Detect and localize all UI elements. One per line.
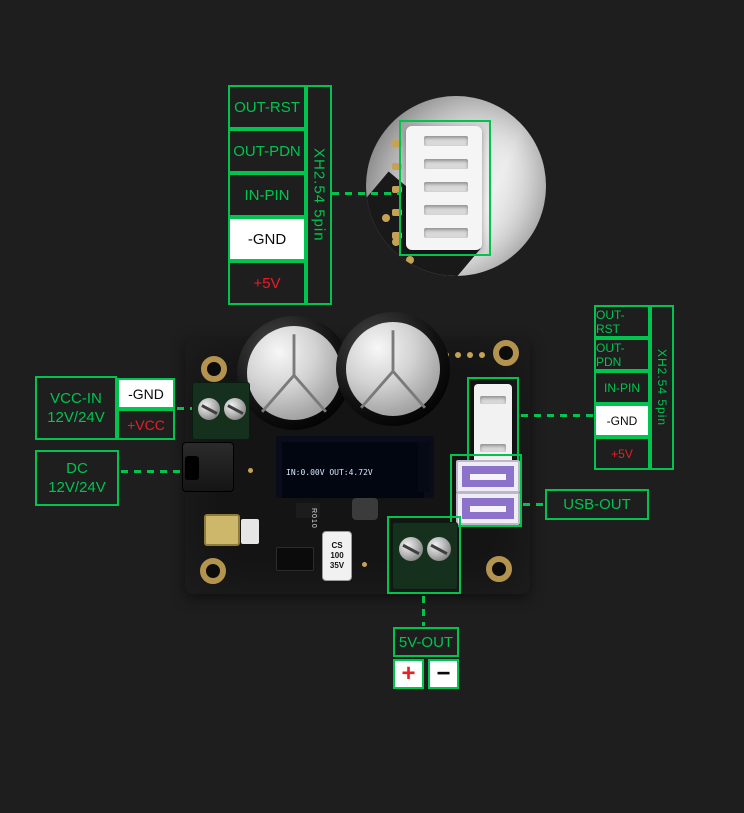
mounting-hole xyxy=(201,356,227,382)
dashed-line-5v-out xyxy=(422,596,425,626)
pin-row-out-rst: OUT-RST xyxy=(594,305,650,338)
capacitor-vent-icon xyxy=(360,330,426,409)
pin-row-gnd: -GND xyxy=(228,217,306,261)
connector-pin-pad xyxy=(392,209,402,216)
dashed-line-dc xyxy=(121,470,181,473)
oled-display: IN:0.00V OUT:4.72V CA:4.28V QI:0.00A EI:… xyxy=(282,442,424,498)
dashed-line-table-to-photo xyxy=(332,192,400,195)
via xyxy=(362,562,367,567)
usb-tongue xyxy=(470,473,506,480)
silkscreen-label: R010 xyxy=(310,508,317,529)
terminal-screw xyxy=(224,398,246,420)
connector-pin-pad xyxy=(392,140,402,147)
annotation-dc-line1: DC xyxy=(66,460,88,477)
capacitor-vent-icon xyxy=(261,334,327,413)
dc-jack-opening xyxy=(185,456,199,480)
ic-chip xyxy=(296,503,320,518)
connector-slot xyxy=(480,396,506,404)
ic-chip xyxy=(276,547,314,571)
connector-pin-pad xyxy=(392,163,402,170)
pin-row-gnd: -GND xyxy=(594,404,650,437)
dashed-line-usb-out xyxy=(523,503,545,506)
pin-row-out-rst: OUT-RST xyxy=(228,85,306,129)
tactile-switch xyxy=(204,514,240,546)
small-capacitor-text-1: CS xyxy=(331,541,343,550)
solder-pad xyxy=(406,256,414,264)
pin-table-right: OUT-RST OUT-PDN IN-PIN -GND +5V XH2.54 5… xyxy=(594,305,674,470)
pin-row-in-pin: IN-PIN xyxy=(228,173,306,217)
xh-connector xyxy=(474,384,512,466)
pin-row-5v: +5V xyxy=(594,437,650,470)
annotation-5v-out: 5V-OUT xyxy=(393,627,459,657)
oled-side-strip xyxy=(418,442,430,492)
annotation-dc-line2: 12V/24V xyxy=(48,479,106,496)
connector-slot xyxy=(424,205,468,215)
annotation-vcc-in-line1: VCC-IN xyxy=(50,390,102,407)
usb-port-inner xyxy=(462,466,514,487)
solder-pad xyxy=(392,238,400,246)
connector-slot xyxy=(424,182,468,192)
small-capacitor: CS 100 35V xyxy=(322,531,352,581)
pin-row-in-pin: IN-PIN xyxy=(594,371,650,404)
connector-pin-pad xyxy=(392,186,402,193)
solder-pad xyxy=(382,214,390,222)
dashed-line-xh-to-table xyxy=(521,414,594,417)
small-capacitor-text-3: 35V xyxy=(329,561,345,570)
mounting-hole xyxy=(493,340,519,366)
usb-port-top xyxy=(456,460,520,493)
terminal-screw xyxy=(399,537,423,561)
pin-table-top-left: OUT-RST OUT-PDN IN-PIN -GND +5V XH2.54 5… xyxy=(228,85,332,305)
annotation-vcc-in: VCC-IN 12V/24V xyxy=(35,376,117,440)
inductor xyxy=(352,498,378,520)
dashed-line-vcc-in xyxy=(177,407,192,410)
pin-row-out-pdn: OUT-PDN xyxy=(228,129,306,173)
connector-type-label: XH2.54 5pin xyxy=(650,305,674,470)
dc-jack xyxy=(182,442,234,492)
usb-port-bottom xyxy=(456,492,520,525)
annotation-vcc-in-line2: 12V/24V xyxy=(47,409,105,426)
solder-pad xyxy=(479,352,485,358)
capacitor-left xyxy=(237,316,351,430)
plus-terminal-label: + xyxy=(393,659,424,689)
highlight-box-5v-out xyxy=(387,516,461,594)
connector-slot xyxy=(424,136,468,146)
via xyxy=(248,468,253,473)
oled-line-1: IN:0.00V OUT:4.72V xyxy=(286,468,373,477)
usb-tongue xyxy=(470,505,506,512)
solder-pad xyxy=(467,352,473,358)
connector-pin-pad xyxy=(392,232,402,239)
mounting-hole xyxy=(200,558,226,584)
highlight-box-magnified-connector xyxy=(399,120,491,256)
pin-row-out-pdn: OUT-PDN xyxy=(594,338,650,371)
capacitor-right xyxy=(336,312,450,426)
minus-terminal-label: − xyxy=(428,659,459,689)
usb-port-inner xyxy=(462,498,514,519)
annotation-usb-out: USB-OUT xyxy=(545,489,649,520)
connector-slot xyxy=(424,159,468,169)
connector-slot xyxy=(480,444,506,452)
terminal-screw xyxy=(427,537,451,561)
small-capacitor-text-2: 100 xyxy=(330,551,344,560)
solder-pad xyxy=(455,352,461,358)
annotation-dc: DC 12V/24V xyxy=(35,450,119,506)
pin-row-5v: +5V xyxy=(228,261,306,305)
connector-slot xyxy=(424,228,468,238)
connector-type-label: XH2.54 5pin xyxy=(306,85,332,305)
xh-connector-magnified xyxy=(406,126,482,250)
annotation-vcc: +VCC xyxy=(117,409,175,440)
small-component xyxy=(241,519,259,544)
annotation-gnd: -GND xyxy=(117,378,175,409)
highlight-box-usb xyxy=(450,454,522,527)
terminal-screw xyxy=(198,398,220,420)
mounting-hole xyxy=(486,556,512,582)
